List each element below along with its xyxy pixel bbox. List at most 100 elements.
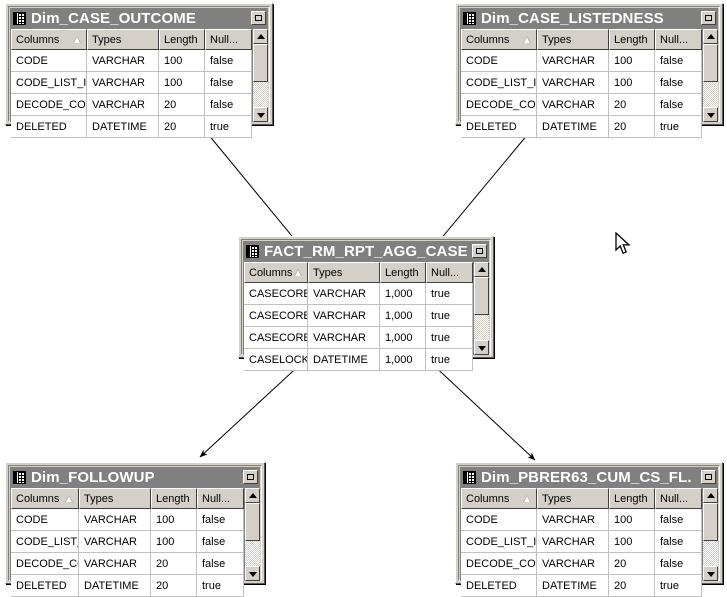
grid-header-null[interactable]: Null... xyxy=(655,488,702,509)
table-row[interactable]: DECODE_CONTEXTVARCHAR20false xyxy=(461,553,702,575)
grid-header-null[interactable]: Null... xyxy=(426,262,473,283)
cell-column: CODE xyxy=(11,509,79,531)
cell-type: VARCHAR xyxy=(537,531,609,553)
grid-header-types[interactable]: Types xyxy=(537,488,609,509)
scrollbar-thumb[interactable] xyxy=(245,503,260,541)
grid-header-label: Null... xyxy=(202,492,231,505)
grid-header-types[interactable]: Types xyxy=(537,29,609,50)
scroll-up-arrow-icon[interactable] xyxy=(703,488,718,503)
scroll-up-arrow-icon[interactable] xyxy=(245,488,260,503)
grid-header-length[interactable]: Length xyxy=(159,29,205,50)
cell-length: 20 xyxy=(609,94,655,116)
vertical-scrollbar[interactable] xyxy=(473,262,489,355)
grid-header-types[interactable]: Types xyxy=(79,488,151,509)
grid-header-length[interactable]: Length xyxy=(151,488,197,509)
maximize-button-icon[interactable] xyxy=(701,470,716,484)
grid-header-length[interactable]: Length xyxy=(380,262,426,283)
grid-header-columns[interactable]: Columns xyxy=(11,488,79,509)
window-titlebar[interactable]: Dim_PBRER63_CUM_CS_FL. xyxy=(460,467,718,487)
cell-length: 20 xyxy=(609,575,655,597)
window-titlebar[interactable]: Dim_FOLLOWUP xyxy=(10,467,260,487)
cell-type: DATETIME xyxy=(537,575,609,597)
maximize-button-icon[interactable] xyxy=(243,470,258,484)
scrollbar-thumb[interactable] xyxy=(253,44,268,82)
scrollbar-track[interactable] xyxy=(474,315,489,340)
scrollbar-thumb[interactable] xyxy=(474,277,489,315)
grid-header-columns[interactable]: Columns xyxy=(244,262,308,283)
scroll-up-arrow-icon[interactable] xyxy=(253,29,268,44)
grid-header-columns[interactable]: Columns xyxy=(461,488,537,509)
maximize-button-icon[interactable] xyxy=(251,11,266,25)
maximize-button-icon[interactable] xyxy=(472,244,487,258)
scroll-down-arrow-icon[interactable] xyxy=(703,566,718,581)
scroll-down-arrow-icon[interactable] xyxy=(253,107,268,122)
scroll-up-arrow-icon[interactable] xyxy=(474,262,489,277)
cell-type: DATETIME xyxy=(537,116,609,138)
cell-length: 100 xyxy=(609,50,655,72)
window-titlebar[interactable]: Dim_CASE_OUTCOME xyxy=(10,8,268,28)
grid-header-types[interactable]: Types xyxy=(308,262,380,283)
window-titlebar[interactable]: FACT_RM_RPT_AGG_CASE xyxy=(243,241,489,261)
grid-header-null[interactable]: Null... xyxy=(197,488,244,509)
grid-header-length[interactable]: Length xyxy=(609,29,655,50)
grid-header-columns[interactable]: Columns xyxy=(11,29,87,50)
grid-header-types[interactable]: Types xyxy=(87,29,159,50)
scrollbar-thumb[interactable] xyxy=(703,503,718,541)
cell-type: DATETIME xyxy=(308,349,380,371)
grid-header-columns[interactable]: Columns xyxy=(461,29,537,50)
vertical-scrollbar[interactable] xyxy=(244,488,260,581)
maximize-button-icon[interactable] xyxy=(701,11,716,25)
scroll-down-arrow-icon[interactable] xyxy=(703,107,718,122)
vertical-scrollbar[interactable] xyxy=(702,488,718,581)
scroll-down-arrow-icon[interactable] xyxy=(474,340,489,355)
scroll-up-arrow-icon[interactable] xyxy=(703,29,718,44)
vertical-scrollbar[interactable] xyxy=(702,29,718,122)
grid-header-null[interactable]: Null... xyxy=(655,29,702,50)
grid-header-length[interactable]: Length xyxy=(609,488,655,509)
relationship-arrow[interactable] xyxy=(427,359,536,461)
scrollbar-thumb[interactable] xyxy=(703,44,718,82)
scrollbar-track[interactable] xyxy=(253,82,268,107)
cell-length: 1,000 xyxy=(380,327,426,349)
scroll-down-arrow-icon[interactable] xyxy=(245,566,260,581)
table-row[interactable]: DECODE_CONTEXTVARCHAR20false xyxy=(461,94,702,116)
cell-column: DELETED xyxy=(461,116,537,138)
grid-header-null[interactable]: Null... xyxy=(205,29,252,50)
cell-nullable: false xyxy=(655,531,702,553)
cell-type: VARCHAR xyxy=(308,327,380,349)
scrollbar-track[interactable] xyxy=(703,82,718,107)
window-titlebar[interactable]: Dim_CASE_LISTEDNESS xyxy=(460,8,718,28)
scrollbar-track[interactable] xyxy=(703,541,718,566)
cell-length: 20 xyxy=(609,116,655,138)
cell-length: 100 xyxy=(609,72,655,94)
relationship-arrow[interactable] xyxy=(199,359,306,458)
scrollbar-track[interactable] xyxy=(245,541,260,566)
vertical-scrollbar[interactable] xyxy=(252,29,268,122)
